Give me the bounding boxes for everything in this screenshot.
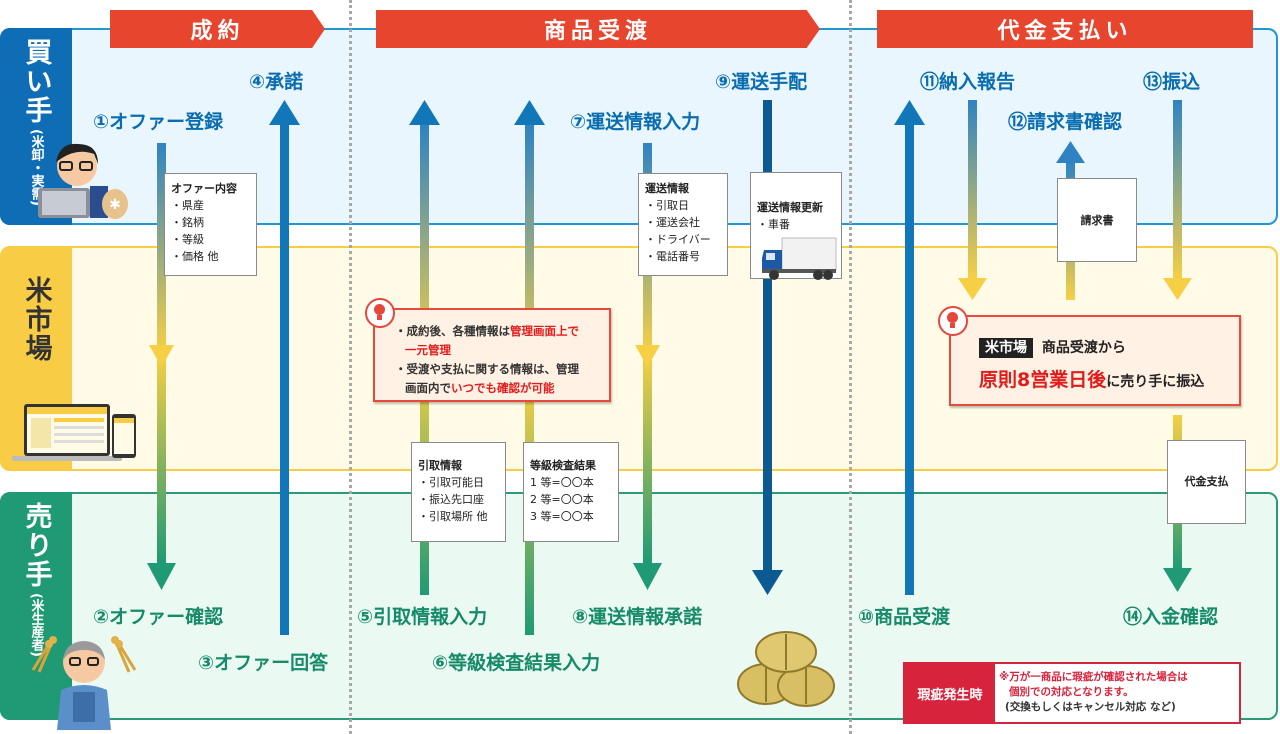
phase-delivery: 商品受渡	[376, 10, 820, 48]
step-3-offer-reply: ③オファー回答	[198, 652, 329, 674]
step-4-accept: ④承諾	[249, 71, 304, 93]
arrow-dispatch-down	[763, 100, 772, 570]
transport-info-box: 運送情報 ・引取日 ・運送会社 ・ドライバー ・電話番号	[638, 173, 728, 276]
step-7-transport-input: ⑦運送情報入力	[570, 111, 701, 133]
arrow-transport-down-head	[633, 563, 662, 590]
phase-contract: 成約	[110, 10, 325, 48]
phase-divider	[349, 0, 352, 734]
box-item: ・ドライバー	[645, 233, 711, 246]
truck-icon	[762, 237, 837, 280]
box-item: ・車番	[757, 218, 790, 231]
note-text: 画面内で	[405, 381, 451, 395]
box-item: ・引取場所 他	[418, 510, 488, 523]
arrow-grade-up-head	[514, 100, 545, 125]
step-14-payment-confirm: ⑭入金確認	[1123, 606, 1219, 628]
step-10-handover: ⑩商品受渡	[858, 606, 951, 628]
invoice-box: 請求書	[1057, 178, 1137, 262]
lightbulb-icon	[938, 306, 968, 336]
box-title: 引取情報	[418, 459, 462, 472]
market-app-devices-icon	[12, 404, 136, 461]
arrow-transport-mid-head	[635, 345, 660, 367]
defect-notice: 瑕疵発生時 ※万が一商品に瑕疵が確認された場合は 個別での対応となります。 (交…	[903, 662, 1241, 724]
step-12-invoice-check: ⑫請求書確認	[1008, 111, 1123, 133]
arrow-offer-mid-head	[149, 345, 174, 367]
box-item: ・運送会社	[645, 216, 700, 229]
defect-tag: 瑕疵発生時	[905, 664, 995, 722]
market-lane-title: 米市場	[20, 276, 52, 363]
phase-payment: 代金支払い	[877, 10, 1253, 48]
buyer-lane-subtitle: (米卸・実需)	[28, 129, 44, 206]
payout-note-text: に売り手に振込	[1106, 374, 1205, 390]
arrow-report-down-head	[958, 278, 987, 300]
arrow-invoice-up-head	[1056, 141, 1085, 163]
svg-text:✱: ✱	[109, 197, 121, 213]
step-13-transfer: ⑬振込	[1143, 71, 1201, 93]
box-item: ・銘柄	[171, 216, 204, 229]
step-9-dispatch: ⑨運送手配	[715, 71, 808, 93]
box-item: ・電話番号	[645, 250, 700, 263]
arrow-handover-up	[905, 125, 914, 595]
step-8-transport-approve: ⑧運送情報承諾	[572, 606, 703, 628]
phase-divider	[849, 0, 852, 734]
defect-line: ※万が一商品に瑕疵が確認された場合は	[999, 671, 1188, 683]
arrow-handover-up-head	[894, 100, 925, 125]
arrow-report-down	[968, 100, 977, 280]
box-item: 2 等=〇〇本	[530, 493, 594, 506]
buyer-person-icon: ✱	[38, 143, 128, 219]
arrow-offer-down-head	[147, 563, 176, 590]
seller-lane-subtitle: (米生産者)	[28, 593, 44, 657]
buyer-lane-header: 買い手 (米卸・実需)	[0, 28, 72, 225]
payout-timing-note: 米市場 商品受渡から 原則8営業日後に売り手に振込	[949, 315, 1241, 406]
box-title: 等級検査結果	[530, 459, 596, 472]
grade-result-box: 等級検査結果 1 等=〇〇本 2 等=〇〇本 3 等=〇〇本	[523, 442, 619, 542]
arrow-accept-up	[280, 125, 289, 635]
management-note: ・成約後、各種情報は管理画面上で 一元管理 ・受渡や支払に関する情報は、管理 画…	[373, 308, 611, 402]
payment-box: 代金支払	[1167, 440, 1246, 524]
note-highlight: 管理画面上で	[510, 324, 579, 338]
payout-note-text: 商品受渡から	[1041, 340, 1126, 356]
box-item: ・引取可能日	[418, 476, 484, 489]
note-text: ・受渡や支払に関する情報は、管理	[395, 362, 579, 376]
box-item: ・県産	[171, 199, 204, 212]
arrow-transfer-down	[1173, 100, 1182, 280]
defect-text: ※万が一商品に瑕疵が確認された場合は 個別での対応となります。 (交換もしくはキ…	[995, 664, 1239, 722]
offer-content-box: オファー内容 ・県産 ・銘柄 ・等級 ・価格 他	[164, 173, 257, 276]
lightbulb-icon	[365, 298, 395, 328]
pickup-info-box: 引取情報 ・引取可能日 ・振込先口座 ・引取場所 他	[411, 442, 506, 542]
payout-days-highlight: 原則8営業日後	[979, 369, 1107, 391]
note-highlight: 一元管理	[405, 343, 451, 357]
box-title: 運送情報更新	[757, 201, 823, 214]
box-item: ・引取日	[645, 199, 689, 212]
arrow-transfer-down-head	[1163, 278, 1192, 300]
arrow-dispatch-down-head	[752, 570, 783, 595]
note-text: ・成約後、各種情報は	[395, 324, 510, 338]
box-item: 1 等=〇〇本	[530, 476, 594, 489]
rice-bales-icon	[737, 631, 835, 707]
box-item: 3 等=〇〇本	[530, 510, 594, 523]
box-title: 請求書	[1080, 214, 1114, 227]
defect-line: 個別での対応となります。	[1009, 686, 1134, 698]
step-5-pickup-input: ⑤引取情報入力	[357, 606, 488, 628]
note-highlight: いつでも確認が可能	[451, 381, 555, 395]
box-item: ・等級	[171, 233, 204, 246]
box-title: 代金支払	[1184, 475, 1229, 488]
defect-line: (交換もしくはキャンセル対応 など)	[1005, 701, 1176, 713]
step-11-delivery-report: ⑪納入報告	[920, 71, 1016, 93]
arrow-payout-down-head	[1163, 568, 1192, 592]
seller-lane-header: 売り手 (米生産者)	[0, 492, 72, 720]
buyer-lane-title: 買い手	[20, 38, 52, 125]
box-item: ・価格 他	[171, 250, 219, 263]
arrow-accept-up-head	[269, 100, 300, 125]
box-title: 運送情報	[645, 182, 689, 195]
box-title: オファー内容	[171, 182, 237, 195]
seller-lane-title: 売り手	[20, 502, 52, 589]
arrow-pickup-up-head	[409, 100, 440, 125]
step-1-offer-register: ①オファー登録	[93, 111, 224, 133]
step-2-offer-confirm: ②オファー確認	[93, 606, 224, 628]
seller-farmer-icon	[31, 636, 137, 730]
step-6-grade-input: ⑥等級検査結果入力	[432, 652, 601, 674]
box-item: ・振込先口座	[418, 493, 484, 506]
market-tag: 米市場	[979, 338, 1033, 358]
